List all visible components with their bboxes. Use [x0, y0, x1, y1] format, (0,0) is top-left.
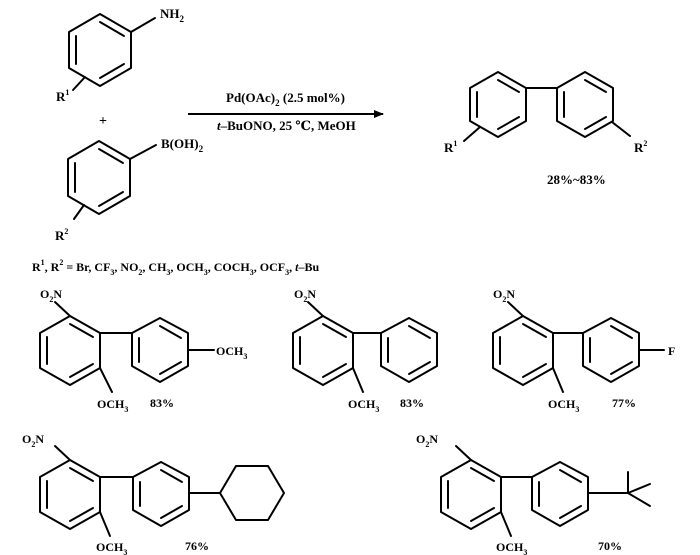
product-example-2: O2N OCH3 83%	[292, 287, 438, 414]
nitro-bond	[455, 445, 472, 461]
product-inner-bond	[584, 79, 607, 93]
tert-butylphenyl-ring	[531, 461, 651, 527]
boronic-r-bond	[73, 204, 85, 220]
nitro-anisole-core	[492, 301, 564, 393]
catalyst-label: Pd(OAc)2 (2.5 mol%)	[226, 90, 345, 108]
yield-label: 83%	[150, 396, 174, 410]
product-r1-label: R1	[444, 139, 457, 155]
product-ring-right	[556, 71, 614, 138]
boronic-ring	[67, 140, 131, 215]
para-methoxy-label: OCH3	[216, 344, 247, 361]
nitro-anisole-core	[39, 445, 111, 537]
nitro-bond	[54, 301, 71, 317]
yield-range: 28%~83%	[547, 172, 606, 187]
product-r1-bond	[463, 126, 481, 142]
reactant-boronic-acid: B(OH)2 R2	[55, 136, 204, 243]
nitro-label: O2N	[40, 287, 62, 304]
methoxy-bond	[99, 511, 111, 537]
nitro-label: O2N	[22, 432, 44, 449]
product-biphenyl: R1 R2	[444, 71, 647, 155]
product-example-4: O2N OCH3 76%	[22, 432, 285, 555]
yield-label: 76%	[185, 539, 209, 553]
aniline-inner-bond	[99, 63, 125, 79]
fluorophenyl-ring	[582, 317, 665, 383]
aryl-ring	[132, 461, 221, 527]
nitro-bond	[54, 445, 71, 461]
nitro-bond	[507, 301, 524, 317]
product-inner-bond	[497, 116, 520, 130]
product-example-5: O2N OCH3 70%	[416, 432, 651, 555]
product-example-1: O2N OCH3 OCH3 83%	[39, 287, 247, 414]
reactant-aniline: NH2 R1	[56, 6, 185, 104]
aniline-ring	[68, 13, 132, 87]
methoxy-label: OCH3	[97, 397, 128, 414]
aniline-nh2-label: NH2	[160, 6, 185, 24]
methoxy-label: OCH3	[96, 540, 127, 555]
nitro-bond	[307, 301, 324, 317]
nitro-anisole-core	[292, 301, 364, 393]
plus-sign: +	[99, 114, 107, 129]
nitro-anisole-core	[440, 445, 512, 537]
anisyl-ring	[131, 317, 215, 383]
boronic-inner-bond	[98, 148, 124, 164]
product-r2-bond	[611, 121, 631, 137]
methoxy-label: OCH3	[548, 397, 579, 414]
conditions-label: t–BuONO, 25 ℃, MeOH	[217, 118, 356, 133]
methoxy-label: OCH3	[348, 397, 379, 414]
methoxy-label: OCH3	[496, 540, 527, 555]
yield-label: 70%	[598, 539, 622, 553]
product-example-3: O2N OCH3 F 77%	[492, 287, 675, 414]
methoxy-bond	[352, 367, 364, 393]
aniline-inner-bond	[99, 21, 125, 37]
aniline-r-bond	[72, 76, 86, 91]
methoxy-bond	[552, 367, 564, 393]
boronic-r2-label: R2	[55, 227, 68, 243]
methoxy-bond	[99, 367, 113, 393]
methoxy-bond	[500, 511, 512, 537]
product-inner-bond	[584, 116, 607, 130]
substituent-list: R1, R2 = Br, CF3, NO2, CH3, OCH3, COCH3,…	[32, 258, 319, 277]
nitro-anisole-core	[39, 301, 113, 393]
product-inner-bond	[497, 79, 520, 93]
yield-label: 83%	[400, 396, 424, 410]
yield-label: 77%	[612, 396, 636, 410]
nitro-label: O2N	[416, 432, 438, 449]
boronic-inner-bond	[98, 191, 124, 207]
boronic-b-bond	[129, 144, 157, 160]
fluoro-label: F	[668, 344, 675, 358]
nitro-label: O2N	[493, 287, 515, 304]
nitro-label: O2N	[294, 287, 316, 304]
aniline-n-bond	[130, 17, 156, 33]
aniline-r1-label: R1	[56, 88, 69, 104]
boronic-b-label: B(OH)2	[161, 136, 204, 154]
cyclohexyl-ring	[219, 465, 285, 521]
phenyl-ring	[380, 317, 438, 383]
product-r2-label: R2	[634, 139, 647, 155]
